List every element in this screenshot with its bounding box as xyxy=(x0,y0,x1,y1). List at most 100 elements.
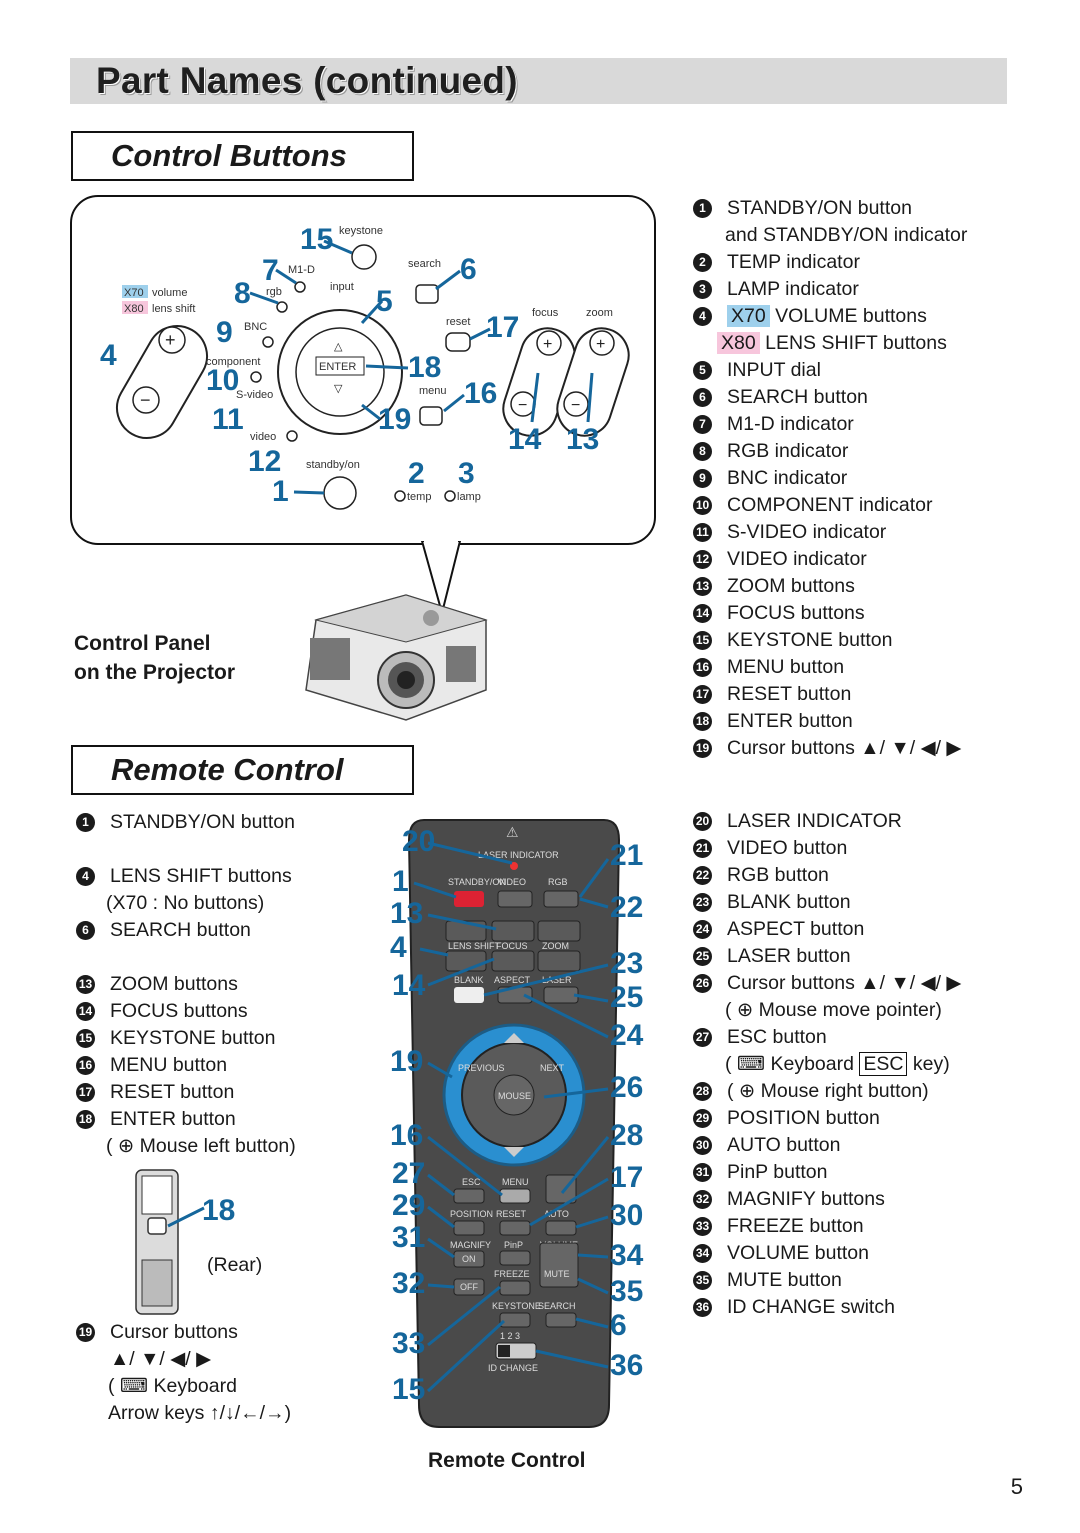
item-number: 30 xyxy=(693,1136,712,1155)
item-number: 35 xyxy=(693,1271,712,1290)
list-item: 15 KEYSTONE button xyxy=(76,1025,296,1052)
projector-illustration xyxy=(305,594,488,721)
svg-text:2: 2 xyxy=(408,457,425,490)
panel-input-label: input xyxy=(330,281,354,293)
item-text: VOLUME buttons xyxy=(775,305,927,327)
item-text: ENTER button xyxy=(727,710,853,732)
svg-text:17: 17 xyxy=(486,311,519,344)
remote-on-label: ON xyxy=(462,1254,476,1264)
item-text: RGB button xyxy=(727,864,829,886)
item-text: AUTO button xyxy=(727,1134,841,1156)
panel-standby-label: standby/on xyxy=(306,459,360,471)
item-text: MENU button xyxy=(110,1054,228,1076)
panel-enter-label: ENTER xyxy=(319,361,356,373)
item-continuation: ( ⊕ Mouse move pointer) xyxy=(725,999,942,1021)
item-text: COMPONENT indicator xyxy=(727,494,933,516)
svg-text:19: 19 xyxy=(390,1045,423,1078)
svg-text:⚠: ⚠ xyxy=(506,824,519,840)
svg-text:15: 15 xyxy=(300,223,333,256)
remote-id-change-label: ID CHANGE xyxy=(488,1363,538,1373)
item-text: LASER button xyxy=(727,945,851,967)
panel-m1d-label: M1-D xyxy=(288,264,315,276)
svg-text:9: 9 xyxy=(216,316,233,349)
item-text: LAMP indicator xyxy=(727,278,859,300)
item-number: 7 xyxy=(693,415,712,434)
item-number: 21 xyxy=(693,839,712,858)
svg-text:18: 18 xyxy=(202,1194,235,1227)
svg-text:20: 20 xyxy=(402,825,435,858)
remote-mute-label: MUTE xyxy=(544,1269,570,1279)
item-text: ASPECT button xyxy=(727,918,865,940)
cursor-arrow-keys: Arrow keys ↑/↓/←/→) xyxy=(108,1402,292,1424)
item-number: 13 xyxy=(693,577,712,596)
svg-text:△: △ xyxy=(334,341,343,353)
svg-text:14: 14 xyxy=(392,969,426,1002)
remote-lens-shift-label: LENS SHIFT xyxy=(448,941,501,951)
item-text: BNC indicator xyxy=(727,467,848,489)
remote-rgb-label: RGB xyxy=(548,877,568,887)
item-number: 28 xyxy=(693,1082,712,1101)
remote-esc-label: ESC xyxy=(462,1177,481,1187)
panel-svideo-label: S-video xyxy=(236,389,273,401)
item-text: ZOOM buttons xyxy=(727,575,855,597)
item-text: S-VIDEO indicator xyxy=(727,521,887,543)
item-number: 15 xyxy=(693,631,712,650)
remote-aspect-label: ASPECT xyxy=(494,975,531,985)
item-text: SEARCH button xyxy=(110,919,251,941)
item-text: Cursor buttons ▲/ ▼/ ◀/ ▶ xyxy=(727,737,962,759)
item-text: KEYSTONE button xyxy=(110,1027,276,1049)
item-text: INPUT dial xyxy=(727,359,821,381)
svg-text:21: 21 xyxy=(610,839,643,872)
x70-badge: X70 xyxy=(727,305,770,327)
esc-key-glyph: ESC xyxy=(859,1052,908,1076)
item-number: 10 xyxy=(693,496,712,515)
svg-text:1: 1 xyxy=(272,475,289,508)
volume-buttons-pill: + − xyxy=(116,325,208,439)
remote-auto-label: AUTO xyxy=(544,1209,569,1219)
panel-search-label: search xyxy=(408,258,441,270)
item-text: BLANK button xyxy=(727,891,851,913)
zoom-buttons-pill: + − xyxy=(556,327,630,437)
svg-text:16: 16 xyxy=(390,1119,423,1152)
remote-focus-label: FOCUS xyxy=(496,941,528,951)
item-number: 4 xyxy=(693,307,712,326)
svg-text:4: 4 xyxy=(390,931,407,964)
remote-control-heading-box: Remote Control xyxy=(71,745,414,795)
remote-control-caption: Remote Control xyxy=(428,1449,586,1472)
remote-freeze-label: FREEZE xyxy=(494,1269,530,1279)
item-number: 6 xyxy=(76,921,95,940)
list-item: 13 ZOOM buttons xyxy=(693,573,967,600)
item-number: 31 xyxy=(693,1163,712,1182)
remote-blank-label: BLANK xyxy=(454,975,484,985)
item-number: 27 xyxy=(693,1028,712,1047)
item-number: 18 xyxy=(693,712,712,731)
svg-text:12: 12 xyxy=(248,445,281,478)
svg-text:34: 34 xyxy=(610,1239,644,1272)
item-continuation: and STANDBY/ON indicator xyxy=(725,224,968,246)
control-panel-caption: Control Panel on the Projector xyxy=(74,629,235,687)
item-text: LENS SHIFT buttons xyxy=(765,332,947,354)
remote-video-label: VIDEO xyxy=(498,877,526,887)
panel-lens-shift-label: lens shift xyxy=(152,303,195,315)
panel-temp-label: temp xyxy=(407,491,431,503)
item-number: 34 xyxy=(693,1244,712,1263)
item-text: RESET button xyxy=(110,1081,235,1103)
item-continuation: X80 LENS SHIFT buttons xyxy=(693,330,967,357)
item-text: FOCUS buttons xyxy=(110,1000,248,1022)
svg-text:23: 23 xyxy=(610,947,643,980)
item-number: 15 xyxy=(76,1029,95,1048)
svg-text:14: 14 xyxy=(508,423,542,456)
